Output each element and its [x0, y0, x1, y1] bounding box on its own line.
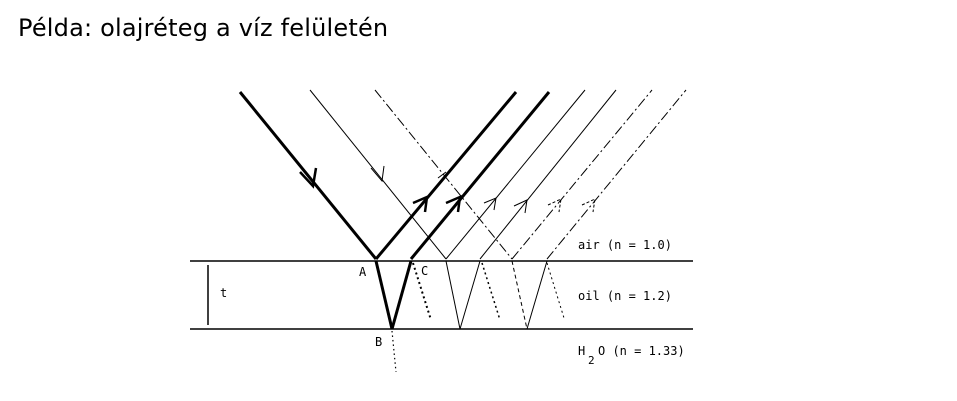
water-label-rest: O (n = 1.33): [598, 344, 685, 358]
oil-label: oil (n = 1.2): [578, 289, 672, 303]
outgoing-arrow-3-icon: [547, 198, 562, 213]
point-A-label: A: [359, 265, 367, 279]
incident-arrow-2-icon: [370, 165, 385, 183]
refracted-ray-2b: [459, 260, 481, 330]
refracted-ray-AB: [374, 260, 394, 330]
incident-ray-3: [374, 89, 513, 260]
outgoing-ray-3: [511, 89, 653, 260]
thickness-label: t: [220, 286, 227, 300]
refracted-ray-3a: [511, 260, 528, 330]
incident-ray-2: [309, 89, 447, 260]
refracted-ray-2a: [445, 260, 461, 330]
internal-reflection-2: [481, 262, 501, 321]
outgoing-arrow-1-icon: [483, 197, 497, 211]
outgoing-arrow-4-icon: [581, 198, 596, 213]
air-label: air (n = 1.0): [578, 238, 672, 252]
emerging-ray-C: [409, 91, 551, 260]
water-label-H: H: [578, 344, 585, 358]
outgoing-ray-4: [546, 89, 687, 260]
water-label-subscript: 2: [588, 354, 595, 367]
transmitted-ray-B: [391, 330, 397, 373]
incident-ray-main: [238, 91, 378, 260]
incident-arrow-icon: [299, 167, 318, 189]
incident-ray-3-mark: [437, 171, 447, 179]
outgoing-ray-1: [445, 89, 586, 260]
outgoing-ray-2: [479, 89, 617, 260]
page-title: Példa: olajréteg a víz felületén: [18, 14, 389, 42]
reflected-arrow-A-icon: [412, 194, 429, 213]
outgoing-arrow-2-icon: [513, 199, 528, 214]
reflected-ray-A: [374, 91, 518, 260]
refracted-ray-BC: [390, 260, 413, 330]
refracted-ray-3b: [526, 260, 548, 330]
internal-reflection-3: [546, 262, 565, 319]
point-C-label: C: [421, 264, 428, 278]
point-B-label: B: [375, 335, 382, 349]
emerging-arrow-C-icon: [445, 194, 462, 213]
